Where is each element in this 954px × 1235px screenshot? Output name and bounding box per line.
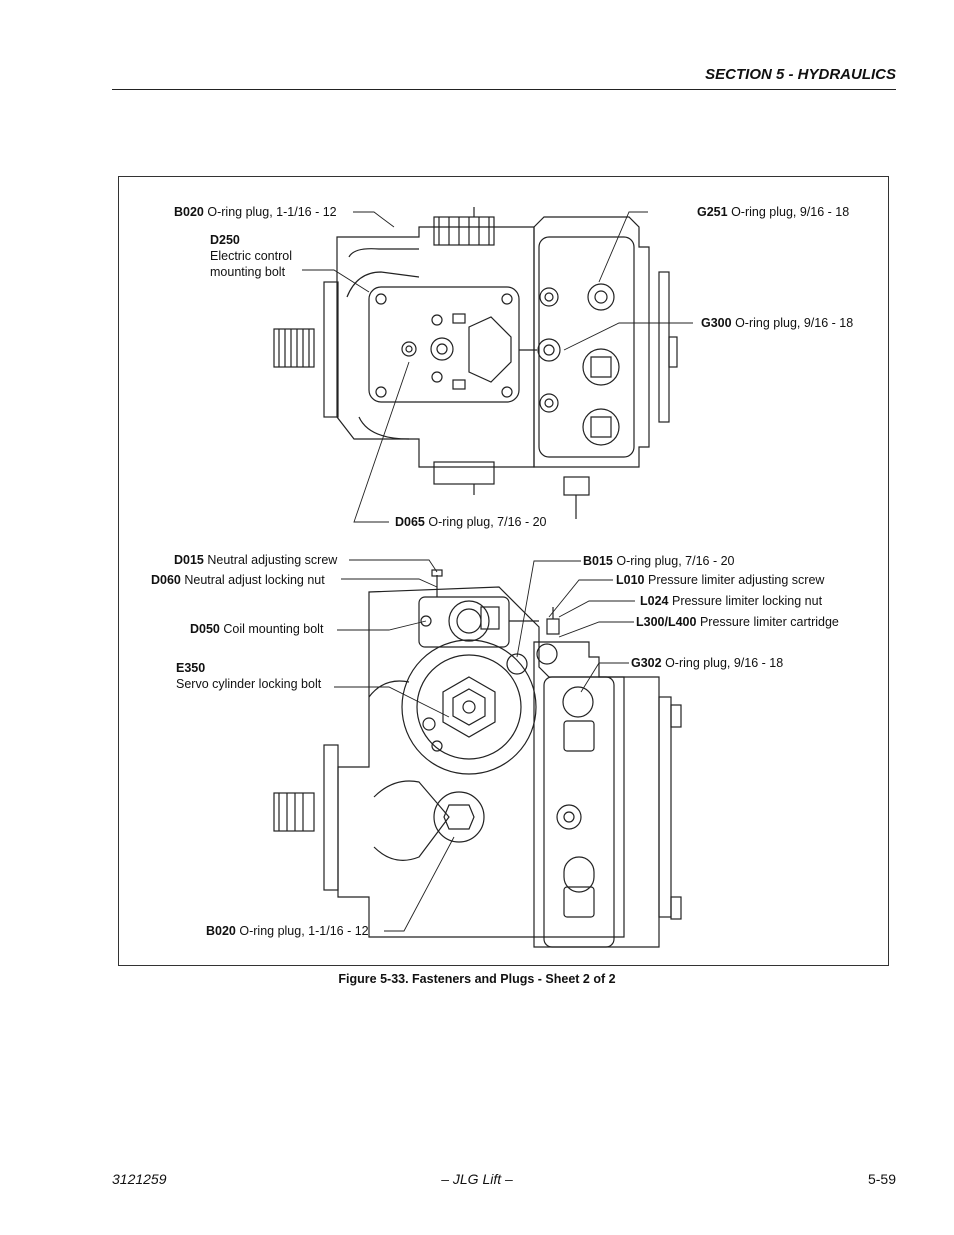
top-pump-view	[273, 207, 678, 519]
label-text: O-ring plug, 9/16 - 18	[735, 316, 854, 330]
label-code: L300/L400	[636, 615, 697, 629]
label-code: L024	[640, 594, 669, 608]
label-b020-bottom: B020 O-ring plug, 1-1/16 - 12	[206, 923, 369, 939]
label-g251: G251 O-ring plug, 9/16 - 18	[697, 204, 849, 220]
label-l300-l400: L300/L400 Pressure limiter cartridge	[636, 614, 839, 630]
label-text: O-ring plug, 7/16 - 20	[616, 554, 735, 568]
label-e350: E350 Servo cylinder locking bolt	[176, 660, 321, 692]
label-code: B020	[174, 205, 204, 219]
label-code: L010	[616, 573, 645, 587]
label-l010: L010 Pressure limiter adjusting screw	[616, 572, 824, 588]
label-code: D065	[395, 515, 425, 529]
label-g300: G300 O-ring plug, 9/16 - 18	[701, 315, 853, 331]
label-text: mounting bolt	[210, 265, 286, 279]
label-d250: D250 Electric control mounting bolt	[210, 232, 292, 280]
label-code: D060	[151, 573, 181, 587]
label-g302: G302 O-ring plug, 9/16 - 18	[631, 655, 783, 671]
label-text: Coil mounting bolt	[223, 622, 324, 636]
label-text: Pressure limiter locking nut	[671, 594, 823, 608]
footer-page-number: 5-59	[867, 1171, 896, 1187]
label-code: D050	[190, 622, 220, 636]
footer-center: – JLG Lift –	[441, 1171, 513, 1187]
label-b015: B015 O-ring plug, 7/16 - 20	[583, 553, 735, 569]
figure-caption: Figure 5-33. Fasteners and Plugs - Sheet…	[338, 972, 616, 986]
label-text: O-ring plug, 1-1/16 - 12	[239, 924, 369, 938]
bottom-pump-view	[273, 569, 682, 948]
label-code: D250	[210, 233, 240, 247]
label-code: D015	[174, 553, 204, 567]
label-code: B020	[206, 924, 236, 938]
label-text: Pressure limiter cartridge	[699, 615, 839, 629]
label-code: B015	[583, 554, 613, 568]
footer-doc-number: 3121259	[112, 1171, 167, 1187]
label-d060: D060 Neutral adjust locking nut	[151, 572, 325, 588]
label-code: G300	[701, 316, 732, 330]
label-text: O-ring plug, 9/16 - 18	[665, 656, 784, 670]
label-text: O-ring plug, 7/16 - 20	[428, 515, 547, 529]
leader-lines	[302, 211, 693, 932]
label-code: G302	[631, 656, 662, 670]
label-code: G251	[697, 205, 728, 219]
label-d015: D015 Neutral adjusting screw	[174, 552, 337, 568]
label-text: O-ring plug, 1-1/16 - 12	[207, 205, 337, 219]
label-text: Neutral adjusting screw	[207, 553, 338, 567]
pump-drawing	[273, 207, 693, 948]
label-b020-top: B020 O-ring plug, 1-1/16 - 12	[174, 204, 337, 220]
label-text: Pressure limiter adjusting screw	[647, 573, 825, 587]
label-text: Electric control	[210, 249, 292, 263]
label-text: Servo cylinder locking bolt	[176, 677, 322, 691]
section-header: SECTION 5 - HYDRAULICS	[705, 66, 896, 83]
label-l024: L024 Pressure limiter locking nut	[640, 593, 822, 609]
figure-frame: B020 O-ring plug, 1-1/16 - 12 D250 Elect…	[118, 176, 889, 966]
label-text: O-ring plug, 9/16 - 18	[731, 205, 850, 219]
label-text: Neutral adjust locking nut	[184, 573, 325, 587]
label-d050: D050 Coil mounting bolt	[190, 621, 323, 637]
header-rule	[112, 89, 896, 90]
label-d065: D065 O-ring plug, 7/16 - 20	[395, 514, 547, 530]
label-code: E350	[176, 661, 206, 675]
